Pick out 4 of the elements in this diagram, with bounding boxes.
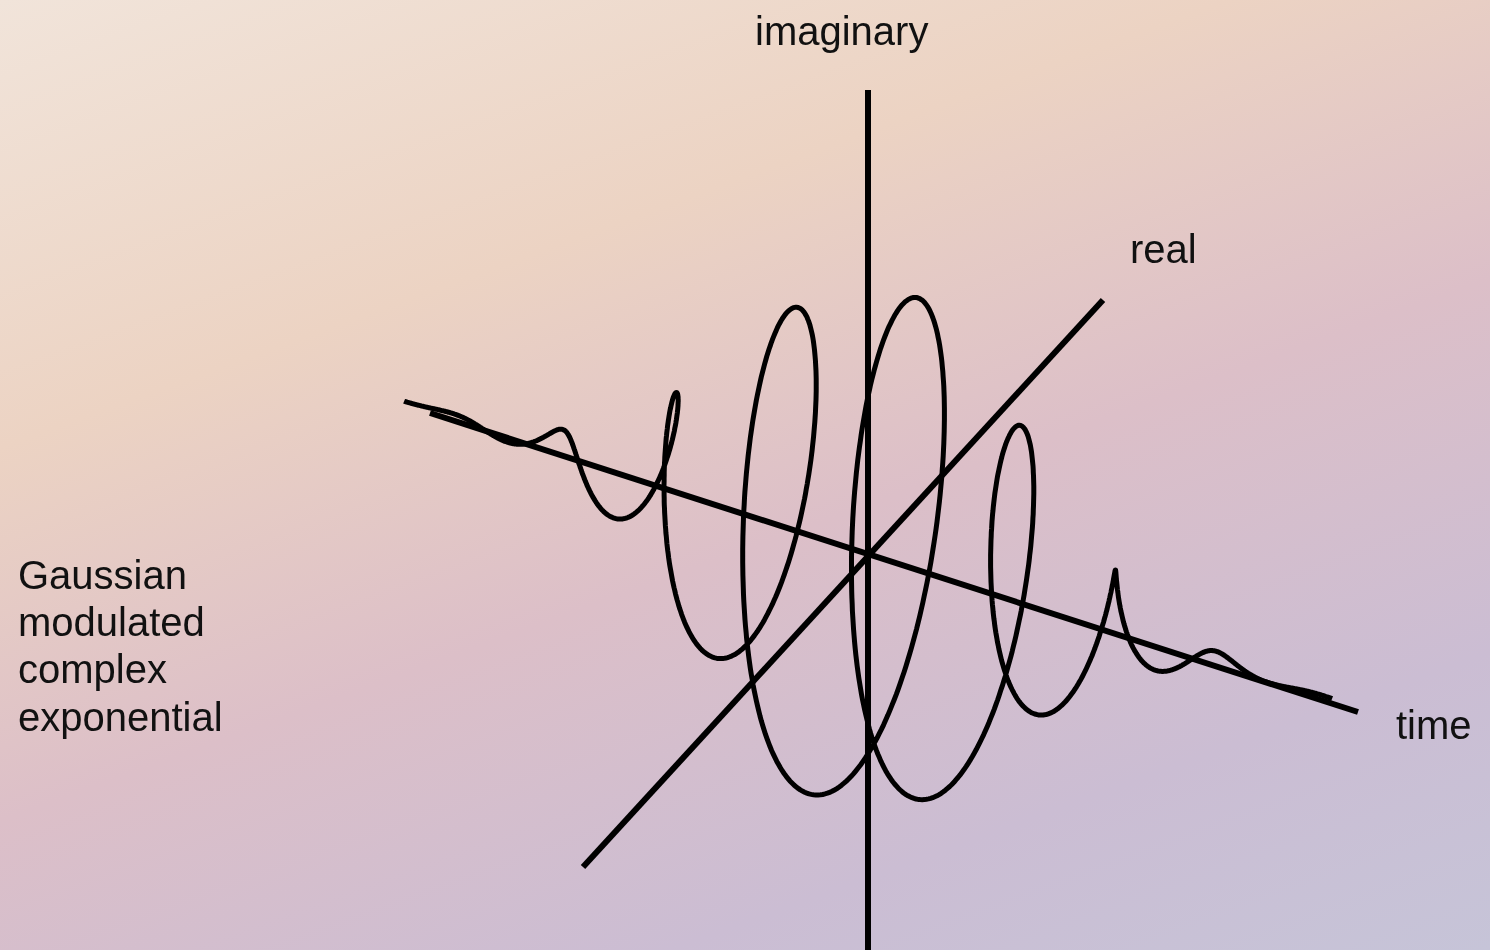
axis-label: time xyxy=(1396,702,1472,749)
axis-label: real xyxy=(1130,226,1197,273)
axis-label: imaginary xyxy=(755,8,929,55)
caption-text: Gaussian modulated complex exponential xyxy=(18,552,224,741)
